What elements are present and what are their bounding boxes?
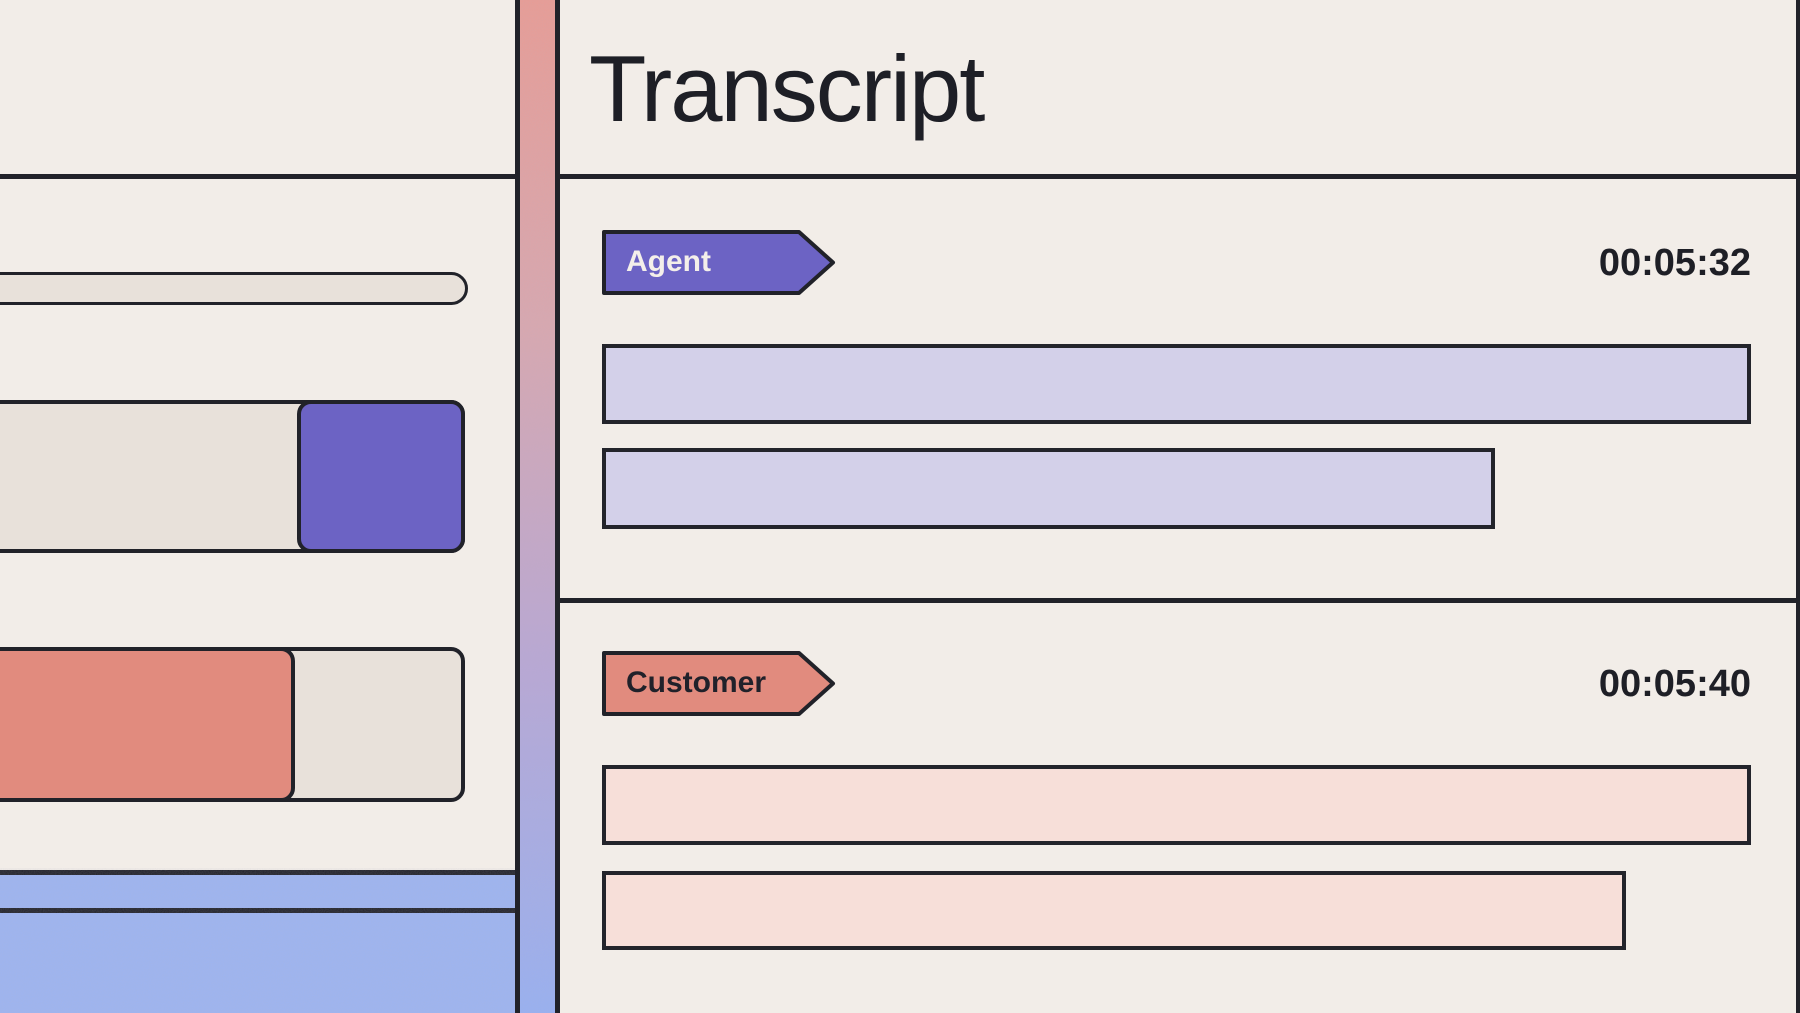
skeleton-pill	[0, 272, 468, 305]
customer-speaker-tag: Customer	[602, 651, 837, 716]
divider-border-left	[515, 0, 520, 1013]
transcript-line-bar	[602, 871, 1626, 950]
transcript-line-bar	[602, 448, 1495, 529]
section-divider-line	[560, 598, 1800, 603]
transcript-panel: Transcript Agent 00:05:32 Customer 00:05…	[560, 0, 1800, 1013]
footer-blue-strip	[0, 875, 515, 908]
speaker-tag-arrow-shape	[602, 651, 835, 716]
speaker-tag-arrow-shape	[602, 230, 835, 295]
panel-divider-gradient	[520, 0, 555, 1013]
left-panel	[0, 0, 515, 1013]
toggle-knob[interactable]	[297, 400, 465, 553]
speaker-tag-label: Agent	[626, 245, 711, 278]
speaker-tag-label: Customer	[626, 666, 767, 699]
agent-speaker-tag: Agent	[602, 230, 837, 295]
left-panel-header-divider-line	[0, 174, 515, 179]
slider-fill	[0, 647, 295, 802]
timestamp: 00:05:32	[1598, 242, 1751, 284]
right-edge-border	[1796, 0, 1800, 1013]
title-divider-line	[560, 174, 1800, 179]
transcript-line-bar	[602, 765, 1751, 845]
page-title: Transcript	[589, 36, 985, 141]
transcript-line-bar	[602, 344, 1751, 424]
divider-border-right	[555, 0, 560, 1013]
timestamp: 00:05:40	[1598, 663, 1751, 705]
footer-blue-area	[0, 913, 515, 1013]
